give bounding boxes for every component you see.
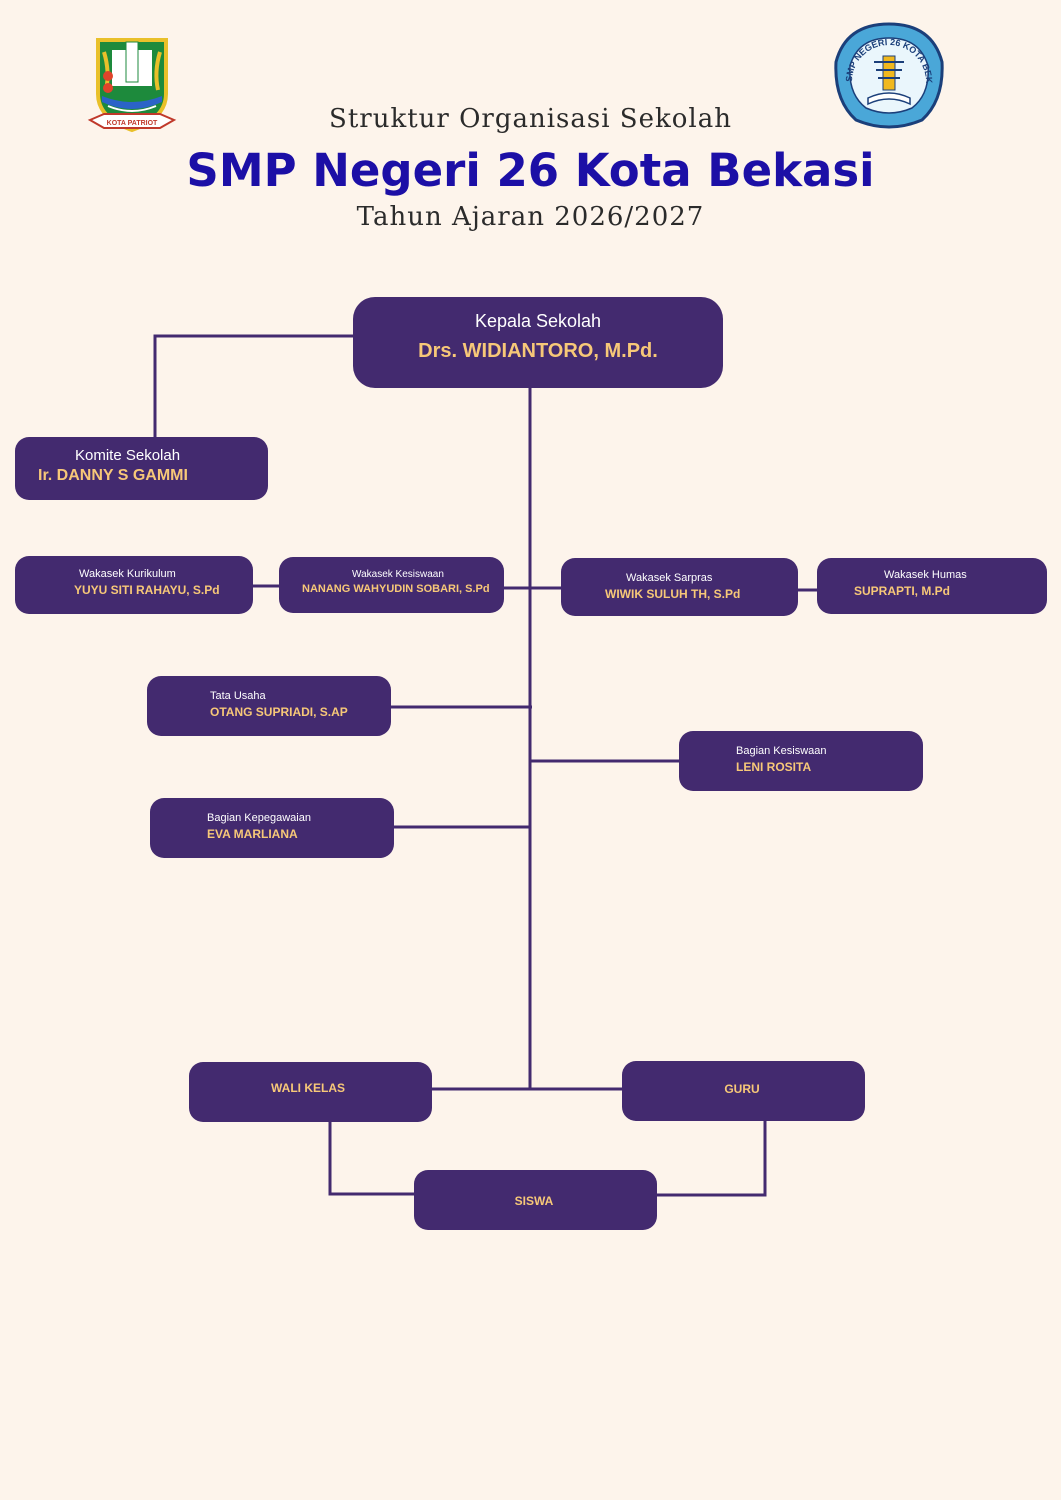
node-bagian-kesiswaan: Bagian Kesiswaan LENI ROSITA: [679, 731, 923, 791]
node-role: Bagian Kepegawaian: [207, 812, 311, 824]
node-name: YUYU SITI RAHAYU, S.Pd: [74, 583, 220, 597]
node-role: Komite Sekolah: [75, 447, 181, 464]
node-siswa: SISWA: [414, 1170, 657, 1230]
kota-patriot-banner: KOTA PATRIOT: [107, 120, 158, 127]
node-guru: GURU: [622, 1061, 865, 1121]
node-name: SISWA: [514, 1194, 554, 1208]
node-role: Wakasek Sarpras: [626, 572, 713, 584]
node-name: Ir. DANNY S GAMMI: [38, 467, 188, 484]
academic-year: Tahun Ajaran 2026/2027: [356, 202, 705, 232]
node-name: WIWIK SULUH TH, S.Pd: [605, 587, 741, 601]
node-tata-usaha: Tata Usaha OTANG SUPRIADI, S.AP: [147, 676, 391, 736]
node-role: Wakasek Kurikulum: [79, 568, 176, 580]
line-guru-siswa: [656, 1120, 767, 1197]
node-name: WALI KELAS: [271, 1081, 345, 1095]
node-wakasek-kesiswaan: Wakasek Kesiswaan NANANG WAHYUDIN SOBARI…: [279, 557, 504, 613]
node-name: Drs. WIDIANTORO, M.Pd.: [418, 340, 658, 362]
page-title: SMP Negeri 26 Kota Bekasi: [186, 144, 875, 197]
line-wali-siswa: [328, 1120, 415, 1196]
node-role: Kepala Sekolah: [474, 311, 602, 331]
node-name: OTANG SUPRIADI, S.AP: [210, 705, 348, 719]
node-role: Wakasek Humas: [884, 569, 967, 581]
school-badge-logo: SMP NEGERI 26 KOTA BEKASI: [832, 22, 944, 129]
node-name: GURU: [724, 1082, 760, 1096]
node-wakasek-humas: Wakasek Humas SUPRAPTI, M.Pd: [817, 558, 1047, 614]
line-wakasek-row: [252, 584, 818, 592]
node-name: NANANG WAHYUDIN SOBARI, S.Pd: [302, 583, 490, 595]
node-kepala-sekolah: Kepala Sekolah Drs. WIDIANTORO, M.Pd.: [353, 297, 723, 388]
node-bagian-kepegawaian: Bagian Kepegawaian EVA MARLIANA: [150, 798, 394, 858]
line-komite: [153, 334, 354, 440]
node-name: LENI ROSITA: [736, 760, 812, 774]
node-role: Wakasek Kesiswaan: [352, 569, 444, 580]
kota-bekasi-crest-logo: KOTA PATRIOT: [87, 38, 177, 133]
node-name: EVA MARLIANA: [207, 827, 298, 841]
node-komite-sekolah: Komite Sekolah Ir. DANNY S GAMMI: [15, 437, 268, 500]
node-wakasek-sarpras: Wakasek Sarpras WIWIK SULUH TH, S.Pd: [561, 558, 798, 616]
node-wali-kelas: WALI KELAS: [189, 1062, 432, 1122]
node-role: Tata Usaha: [210, 690, 266, 702]
node-role: Bagian Kesiswaan: [736, 745, 827, 757]
node-name: SUPRAPTI, M.Pd: [854, 584, 951, 598]
node-wakasek-kurikulum: Wakasek Kurikulum YUYU SITI RAHAYU, S.Pd: [15, 556, 253, 614]
document-subtitle: Struktur Organisasi Sekolah: [329, 104, 732, 134]
